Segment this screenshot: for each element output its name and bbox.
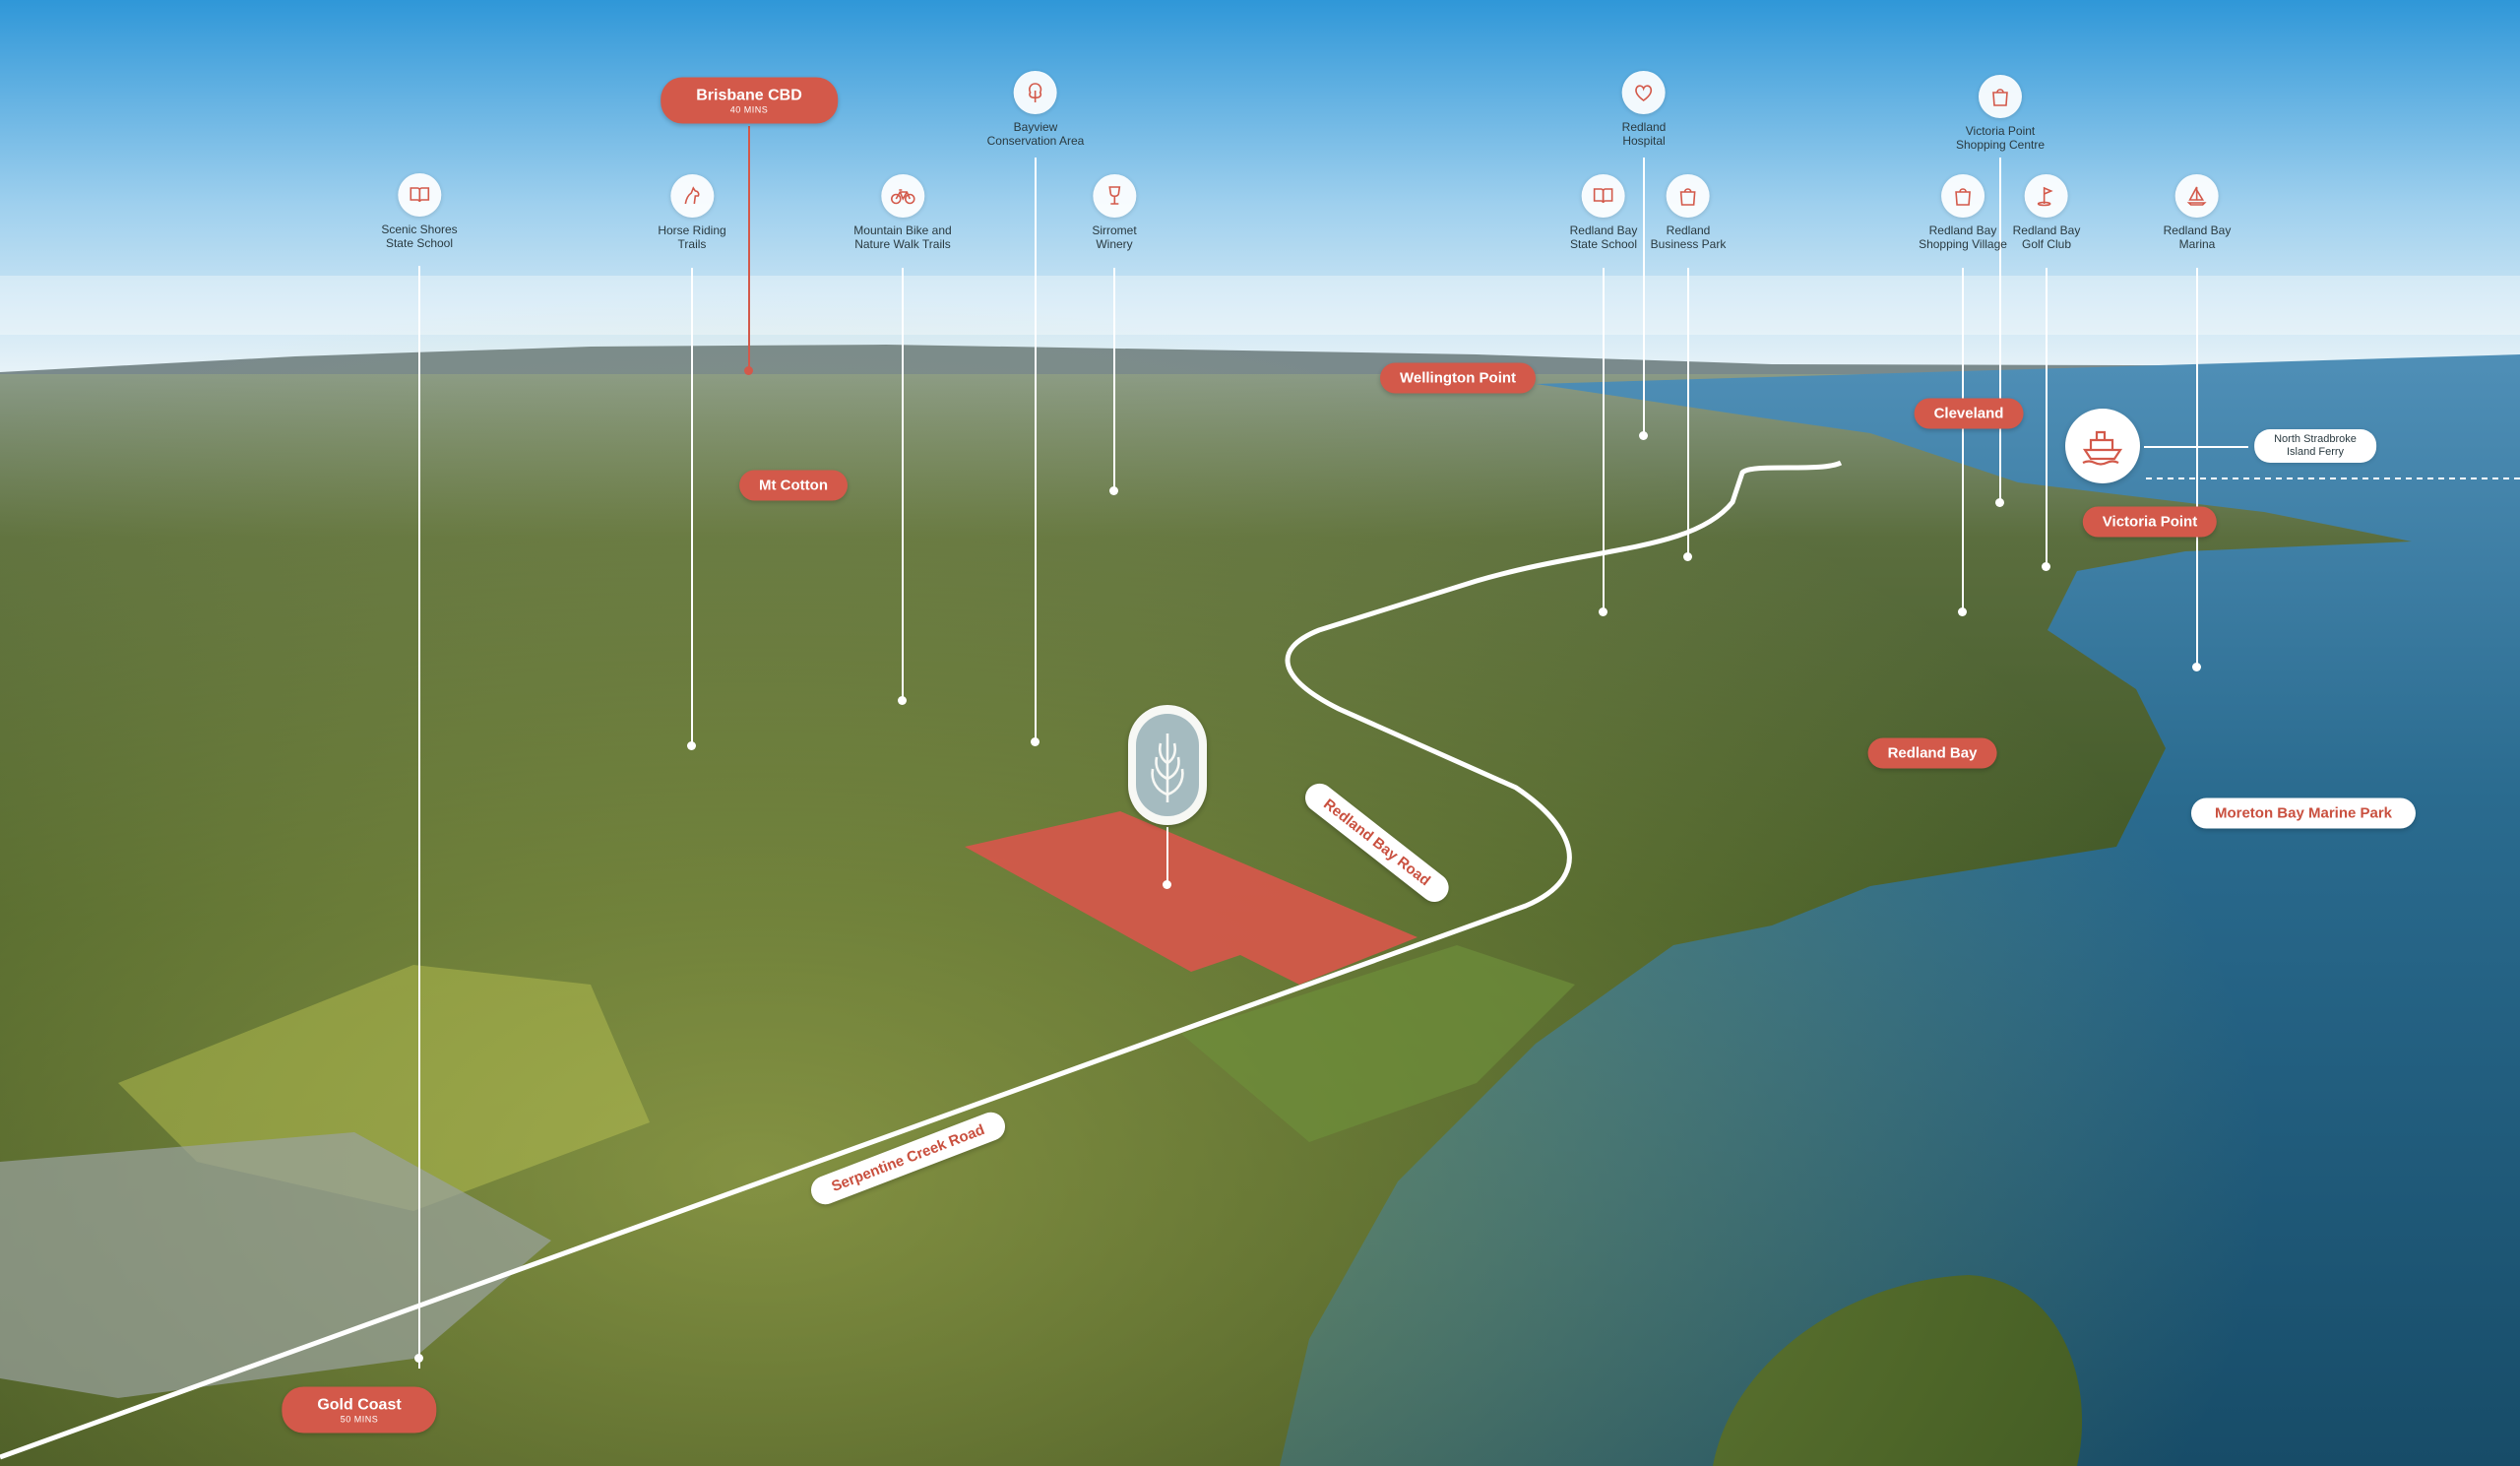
golf-flag-icon: [2025, 174, 2068, 218]
ferry-badge[interactable]: [2065, 409, 2140, 483]
poi-redland-business-park[interactable]: Redland Business Park: [1650, 174, 1727, 251]
brisbane-cbd-name: Brisbane CBD: [696, 87, 802, 104]
shopping-bag-icon: [1940, 174, 1984, 218]
poi-label: Scenic Shores State School: [381, 223, 458, 250]
poi-horse-riding-trails[interactable]: Horse Riding Trails: [658, 174, 726, 251]
poi-label: Redland Bay Golf Club: [2012, 223, 2081, 251]
poi-bayview-conservation[interactable]: Bayview Conservation Area: [986, 71, 1085, 148]
poi-label: Redland Bay Shopping Village: [1919, 223, 2007, 251]
poi-label: Redland Bay Marina: [2163, 223, 2232, 251]
poi-label: Horse Riding Trails: [658, 223, 726, 251]
poi-victoria-point-shopping[interactable]: Victoria Point Shopping Centre: [1956, 75, 2045, 152]
wellington-point-pill[interactable]: Wellington Point: [1379, 362, 1537, 394]
book-icon: [398, 173, 441, 217]
leaf-logo-icon: [1136, 714, 1199, 816]
wine-glass-icon: [1093, 174, 1136, 218]
poi-label: Redland Business Park: [1650, 223, 1727, 251]
ferry-label[interactable]: North Stradbroke Island Ferry: [2254, 429, 2376, 463]
poi-label: Redland Hospital: [1621, 120, 1667, 148]
brisbane-cbd-pill[interactable]: Brisbane CBD 40 MINS: [661, 77, 838, 124]
poi-redland-bay-shopping[interactable]: Redland Bay Shopping Village: [1919, 174, 2007, 251]
sailboat-icon: [2175, 174, 2219, 218]
gold-coast-pill[interactable]: Gold Coast 50 MINS: [282, 1386, 437, 1434]
ferry-connector: [2144, 446, 2248, 448]
poi-label: Bayview Conservation Area: [986, 120, 1085, 148]
poi-label: Sirromet Winery: [1092, 223, 1137, 251]
poi-label: Mountain Bike and Nature Walk Trails: [853, 223, 952, 251]
shopping-bag-icon: [1666, 174, 1710, 218]
ferry-icon: [2082, 430, 2123, 466]
shopping-bag-icon: [1978, 75, 2022, 118]
horse-icon: [670, 174, 714, 218]
poi-label: Redland Bay State School: [1569, 223, 1638, 251]
poi-sirromet-winery[interactable]: Sirromet Winery: [1092, 174, 1137, 251]
book-icon: [1582, 174, 1625, 218]
poi-redland-bay-marina[interactable]: Redland Bay Marina: [2163, 174, 2232, 251]
poi-scenic-shores-state-school[interactable]: Scenic Shores State School: [381, 173, 458, 250]
site-marker[interactable]: [1128, 705, 1207, 825]
moreton-bay-pill[interactable]: Moreton Bay Marine Park: [2190, 797, 2417, 829]
mt-cotton-pill[interactable]: Mt Cotton: [739, 470, 848, 501]
poi-redland-bay-golf[interactable]: Redland Bay Golf Club: [2012, 174, 2081, 251]
cleveland-pill[interactable]: Cleveland: [1914, 398, 2024, 429]
victoria-point-pill[interactable]: Victoria Point: [2082, 506, 2218, 538]
tree-icon: [1013, 71, 1057, 114]
gold-coast-time: 50 MINS: [340, 1414, 379, 1425]
heart-icon: [1621, 71, 1666, 114]
redland-bay-pill[interactable]: Redland Bay: [1867, 737, 1997, 769]
poi-redland-bay-state-school[interactable]: Redland Bay State School: [1569, 174, 1638, 251]
poi-label: Victoria Point Shopping Centre: [1955, 124, 2046, 152]
gold-coast-name: Gold Coast: [317, 1396, 402, 1414]
poi-redland-hospital[interactable]: Redland Hospital: [1621, 71, 1667, 148]
brisbane-cbd-time: 40 MINS: [729, 104, 769, 115]
bicycle-icon: [881, 174, 924, 218]
poi-mountain-bike-trails[interactable]: Mountain Bike and Nature Walk Trails: [853, 174, 952, 251]
